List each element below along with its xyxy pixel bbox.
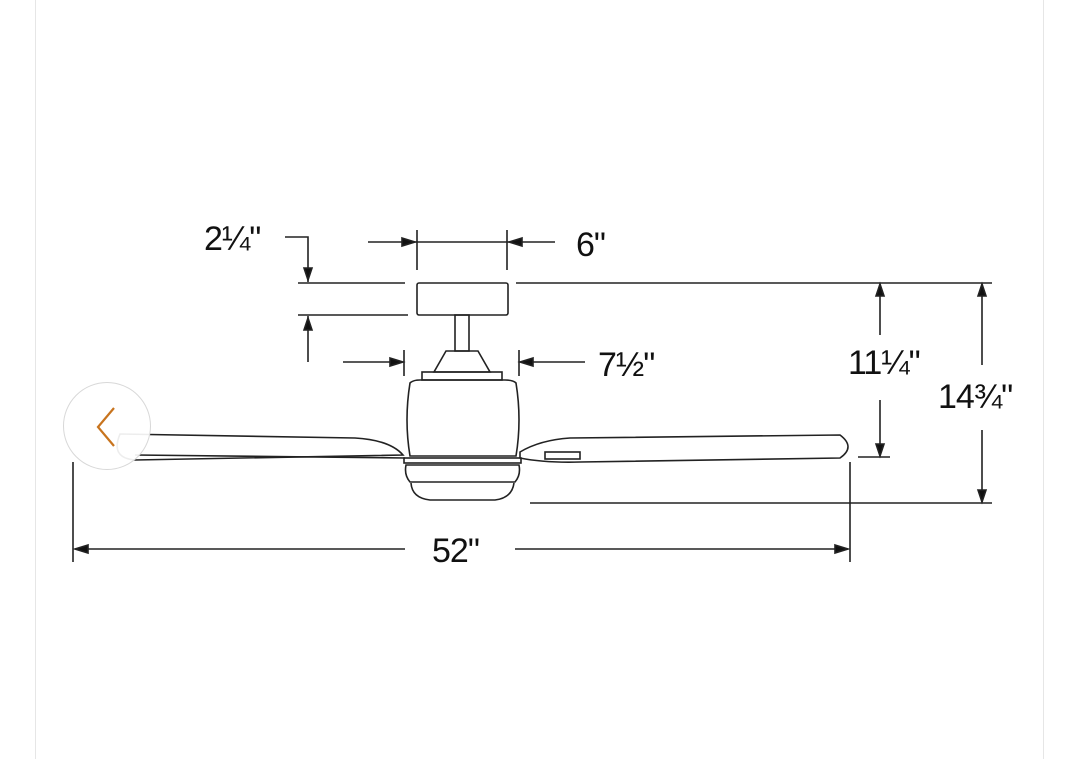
image-carousel-frame <box>35 0 1044 759</box>
dim-canopy-width: 6" <box>576 226 605 264</box>
light-kit <box>404 464 521 483</box>
chevron-left-icon <box>96 407 115 447</box>
dim-motor-width: 7½" <box>598 346 654 384</box>
previous-image-button[interactable] <box>63 382 151 470</box>
downrod <box>454 314 470 352</box>
motor-collar <box>432 350 492 373</box>
dim-overall-height: 14¾" <box>938 378 1012 416</box>
dim-ceiling-to-blade: 11¼" <box>848 344 920 382</box>
canopy <box>416 282 509 316</box>
dim-canopy-height: 2¼" <box>204 220 260 258</box>
motor-housing <box>406 379 520 457</box>
right-blade <box>519 434 849 463</box>
dim-blade-span: 52" <box>432 532 479 570</box>
